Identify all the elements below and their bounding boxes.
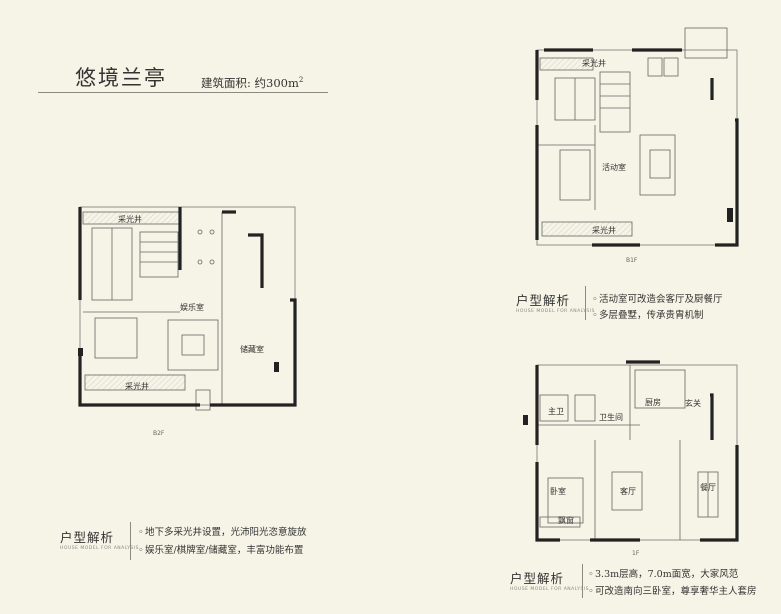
f1-room-master-bath: 主卫 xyxy=(548,406,564,416)
b2f-room-skylight-top: 采光井 xyxy=(118,214,142,224)
analysis-b2f: 户型解析 HOUSE MODEL FOR ANALYSIS xyxy=(60,527,139,551)
b2f-caption: B2F xyxy=(153,430,165,437)
analysis-b2f-title: 户型解析 xyxy=(60,530,115,545)
plan-b2f xyxy=(79,206,296,411)
f1-room-bath: 卫生间 xyxy=(599,412,623,422)
b1f-room-skylight-bottom: 采光井 xyxy=(592,225,616,235)
analysis-1f-bullet-2: ◦可改造南向三卧室，尊享奢华主人套房 xyxy=(588,586,757,597)
analysis-1f-bullet-1: ◦3.3m层高，7.0m面宽，大家风范 xyxy=(588,569,739,580)
analysis-1f: 户型解析 HOUSE MODEL FOR ANALYSIS xyxy=(510,568,589,592)
analysis-b1f-title: 户型解析 xyxy=(516,293,571,308)
f1-room-kitchen: 厨房 xyxy=(645,397,661,407)
analysis-b2f-divider xyxy=(130,522,131,560)
analysis-b2f-subtitle: HOUSE MODEL FOR ANALYSIS xyxy=(60,546,139,551)
b1f-caption: B1F xyxy=(626,257,638,264)
f1-caption: 1F xyxy=(632,550,640,557)
analysis-1f-title: 户型解析 xyxy=(510,571,565,586)
building-area: 建筑面积: 约300m2 xyxy=(201,76,304,90)
b2f-room-entertainment: 娱乐室 xyxy=(180,302,204,312)
page-title: 悠境兰亭 xyxy=(75,66,167,90)
f1-room-foyer: 玄关 xyxy=(685,398,701,408)
analysis-b1f-bullet-1: ◦活动室可改造会客厅及厨餐厅 xyxy=(592,294,723,305)
b2f-room-storage: 储藏室 xyxy=(240,344,264,354)
analysis-b1f-subtitle: HOUSE MODEL FOR ANALYSIS xyxy=(516,309,595,314)
b2f-room-skylight-bottom: 采光井 xyxy=(125,381,149,391)
analysis-b2f-bullet-1: ◦地下多采光井设置，光沛阳光恣意旋放 xyxy=(138,527,307,538)
f1-room-bedroom: 卧室 xyxy=(550,486,566,496)
analysis-b1f-divider xyxy=(585,286,586,320)
f1-room-dining: 餐厅 xyxy=(700,483,716,492)
analysis-b1f-bullet-2: ◦多层叠墅，传承贵胄机制 xyxy=(592,310,704,321)
analysis-b1f: 户型解析 HOUSE MODEL FOR ANALYSIS xyxy=(516,290,595,314)
f1-room-bay-window: 飘窗 xyxy=(558,515,574,525)
analysis-1f-subtitle: HOUSE MODEL FOR ANALYSIS xyxy=(510,587,589,592)
b1f-room-skylight-top: 采光井 xyxy=(582,58,606,68)
b1f-room-activity: 活动室 xyxy=(602,162,626,172)
plan-1f xyxy=(536,364,738,541)
plan-b1f xyxy=(536,27,738,246)
f1-room-living: 客厅 xyxy=(620,486,636,496)
analysis-1f-divider xyxy=(582,564,583,598)
header-rule xyxy=(38,92,328,93)
analysis-b2f-bullet-2: ◦娱乐室/棋牌室/储藏室，丰富功能布置 xyxy=(138,545,304,556)
